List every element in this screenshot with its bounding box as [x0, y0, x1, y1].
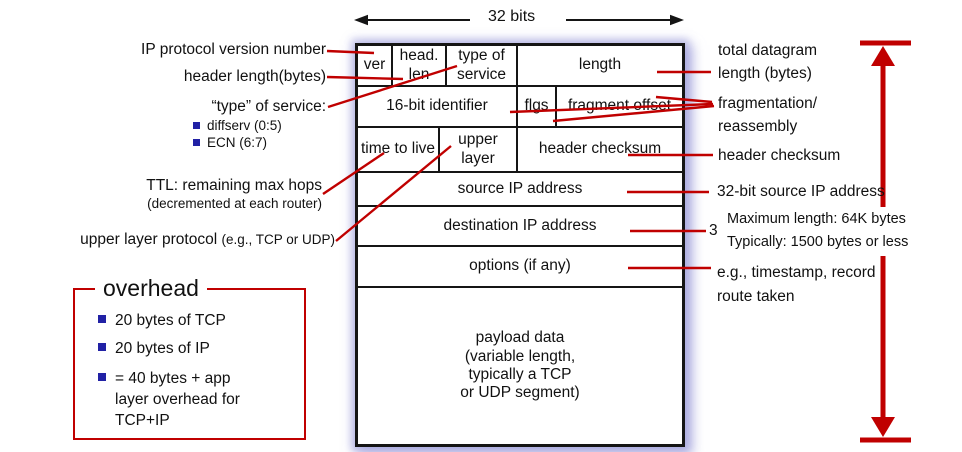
bullet-square-icon [98, 315, 106, 323]
label-ecn: ECN (6:7) [193, 135, 267, 151]
label-options: e.g., timestamp, record route taken [717, 264, 876, 305]
field-payload: payload data (variable length, typically… [460, 329, 580, 402]
line-version [326, 49, 375, 55]
overhead-item: 20 bytes of TCP [98, 310, 226, 331]
label-version: IP protocol version number [141, 41, 326, 58]
overhead-item: = 40 bytes + app layer overhead for TCP+… [98, 368, 240, 431]
field-source-ip: source IP address [457, 179, 583, 197]
label-fragmentation: fragmentation/ reassembly [718, 95, 818, 135]
line-type-of-service [327, 64, 458, 109]
field-type-of-service: type of service [447, 46, 518, 85]
field-identifier: 16-bit identifier [358, 87, 518, 126]
line-frag-2 [509, 102, 714, 114]
arrowhead-right-icon [670, 14, 684, 26]
max-length-note: Maximum length: 64K bytes Typically: 150… [722, 207, 914, 256]
line-upper-layer [335, 145, 452, 242]
red-connector-lines [322, 49, 715, 270]
field-fragment-offset: fragment offset [567, 97, 672, 115]
line-header-length [326, 75, 404, 81]
field-header-checksum: header checksum [538, 140, 662, 158]
label-type-of-service: “type” of service: [211, 98, 326, 115]
bullet-square-icon [193, 122, 200, 129]
table-row: time to live upper layer header checksum [358, 128, 682, 173]
label-header-length: header length(bytes) [183, 68, 326, 85]
table-row: 16-bit identifier flgs fragment offset [358, 87, 682, 128]
bullet-square-icon [193, 139, 200, 146]
field-options: options (if any) [469, 257, 571, 275]
line-frag-3 [552, 104, 715, 123]
overhead-title: overhead [95, 275, 207, 302]
overhead-item: 20 bytes of IP [98, 338, 210, 359]
label-destination-partial: 3 [709, 222, 718, 239]
label-upper-layer: upper layer protocol (e.g., TCP or UDP) [80, 231, 335, 248]
arrowhead-up-icon [871, 46, 895, 66]
table-row: ver head. len type of service length [358, 46, 682, 87]
arrowhead-left-icon [354, 14, 368, 26]
field-destination-ip: destination IP address [443, 216, 597, 234]
line-frag-1 [655, 95, 713, 104]
field-version: ver [358, 46, 393, 85]
bullet-square-icon [98, 373, 106, 381]
label-diffserv: diffserv (0:5) [193, 118, 282, 134]
table-row: destination IP address [358, 207, 682, 247]
ip-datagram-table: ver head. len type of service length 16-… [355, 43, 685, 447]
table-row: source IP address [358, 173, 682, 207]
line-ttl [322, 152, 385, 195]
bits-scale-label: 32 bits [488, 8, 536, 25]
label-source-ip: 32-bit source IP address [717, 183, 885, 200]
field-header-length: head. len [393, 46, 447, 85]
label-total-length: total datagram length (bytes) [718, 42, 818, 82]
bits-scale-arrows [354, 14, 684, 26]
bullet-square-icon [98, 343, 106, 351]
field-upper-layer: upper layer [440, 128, 518, 171]
overhead-box [73, 288, 306, 440]
table-row: options (if any) [358, 247, 682, 288]
table-row: payload data (variable length, typically… [358, 288, 682, 444]
field-length: length [578, 56, 622, 74]
arrowhead-down-icon [871, 417, 895, 437]
field-ttl: time to live [358, 128, 440, 171]
label-checksum: header checksum [718, 147, 841, 164]
label-ttl-sub: (decremented at each router) [147, 196, 322, 211]
label-ttl: TTL: remaining max hops [146, 177, 322, 194]
